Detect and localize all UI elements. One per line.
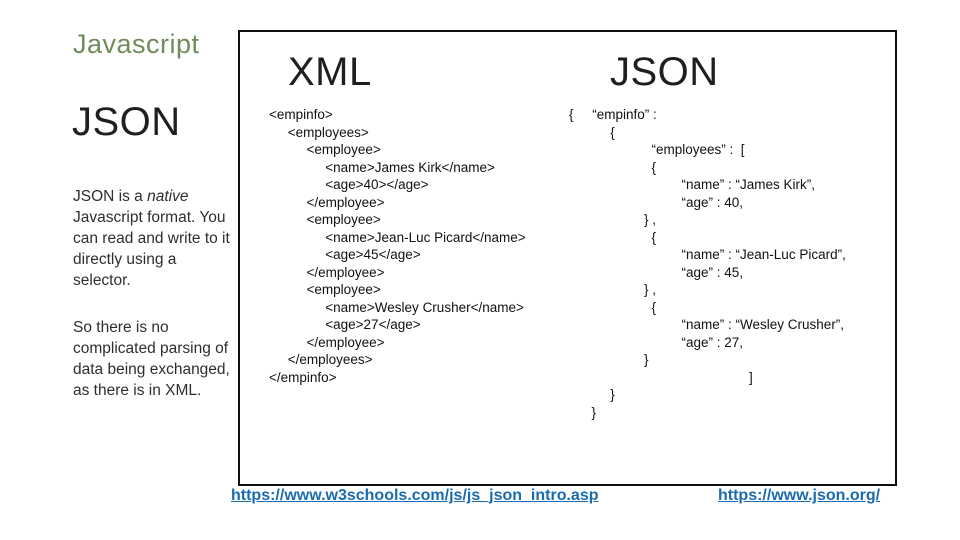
xml-code-block: <empinfo> <employees> <employee> <name>J… <box>269 107 526 385</box>
comparison-panel: XML JSON <empinfo> <employees> <employee… <box>238 30 897 486</box>
body-paragraph-1: JSON is a native Javascript format. You … <box>73 186 231 291</box>
section-title: Javascript <box>73 29 200 59</box>
xml-heading: XML <box>288 50 372 94</box>
p1-text-italic: native <box>147 188 189 205</box>
body-paragraph-2: So there is no complicated parsing of da… <box>73 319 230 399</box>
p1-text-before: JSON is a <box>73 188 148 205</box>
json-org-link[interactable]: https://www.json.org/ <box>718 487 881 504</box>
w3schools-link[interactable]: https://www.w3schools.com/js/js_json_int… <box>231 487 599 504</box>
topic-title: JSON <box>72 100 181 144</box>
json-code-block: { “empinfo” : { “employees” : [ { “name”… <box>569 107 846 420</box>
p1-text-after: Javascript format. You can read and writ… <box>73 209 230 289</box>
json-heading: JSON <box>610 50 719 94</box>
